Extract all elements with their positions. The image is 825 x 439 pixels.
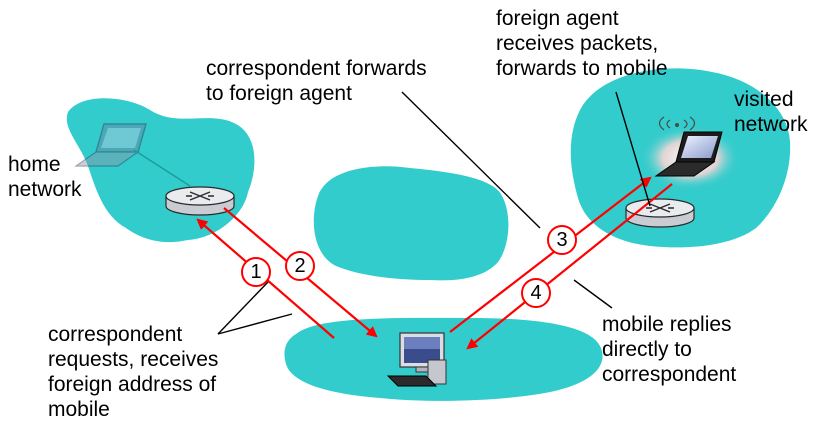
home-laptop-link xyxy=(133,149,191,187)
router-icon xyxy=(625,198,695,228)
correspondent-requests-label: correspondent requests, receives foreign… xyxy=(48,322,218,422)
home-network-cloud xyxy=(66,98,255,243)
mobile-replies-label-line: correspondent xyxy=(602,363,737,386)
mobile-replies-label-line: directly to xyxy=(602,338,692,361)
step-marker-2: 2 xyxy=(285,251,315,281)
visited-network-label: visited network xyxy=(734,87,808,137)
visited-network-label-line: network xyxy=(734,113,808,136)
correspondent-forwards-label: correspondent forwards to foreign agent xyxy=(206,56,427,106)
foreign-agent-label-line: receives packets, xyxy=(496,32,659,55)
correspondent-requests-label-line: requests, receives xyxy=(48,348,219,371)
home-network-label: home network xyxy=(8,152,82,202)
arrow-step-3 xyxy=(449,176,652,333)
desktop-computer-icon xyxy=(386,332,447,387)
step-marker-4: 4 xyxy=(521,278,551,308)
svg-text:4: 4 xyxy=(530,282,541,304)
wireless-signal-icon xyxy=(658,116,696,131)
foreign-agent-label: foreign agent receives packets, forwards… xyxy=(496,6,668,81)
mobile-replies-label: mobile replies directly to correspondent xyxy=(602,312,736,387)
svg-text:3: 3 xyxy=(556,229,567,251)
callout-correspondent-requests-1 xyxy=(217,281,269,335)
correspondent-forwards-label-line: to foreign agent xyxy=(206,82,352,105)
correspondent-requests-label-line: correspondent xyxy=(48,323,183,346)
step-marker-3: 3 xyxy=(547,225,577,255)
router-icon xyxy=(165,186,235,216)
svg-text:1: 1 xyxy=(250,261,261,283)
foreign-agent-label-line: forwards to mobile xyxy=(496,57,668,80)
home-network-label-line: network xyxy=(8,178,82,201)
callout-mobile-replies xyxy=(573,279,613,309)
step-marker-1: 1 xyxy=(241,257,271,287)
internet-cloud xyxy=(313,166,509,281)
home-network-label-line: home xyxy=(8,153,61,176)
callout-foreign-agent xyxy=(615,91,651,207)
correspondent-requests-label-line: foreign address of xyxy=(48,373,217,396)
foreign-agent-label-line: foreign agent xyxy=(496,7,619,30)
mobile-replies-label-line: mobile replies xyxy=(602,313,732,336)
laptop-icon xyxy=(654,131,723,177)
svg-text:2: 2 xyxy=(294,255,305,277)
visited-network-label-line: visited xyxy=(734,88,794,111)
correspondent-requests-label-line: mobile xyxy=(48,398,110,421)
arrow-step-4 xyxy=(466,183,673,350)
correspondent-forwards-label-line: correspondent forwards xyxy=(206,57,427,80)
laptop-icon xyxy=(74,123,147,167)
callout-correspondent-forwards xyxy=(401,91,541,229)
callout-lines xyxy=(217,91,651,335)
callout-correspondent-requests-2 xyxy=(217,313,293,335)
